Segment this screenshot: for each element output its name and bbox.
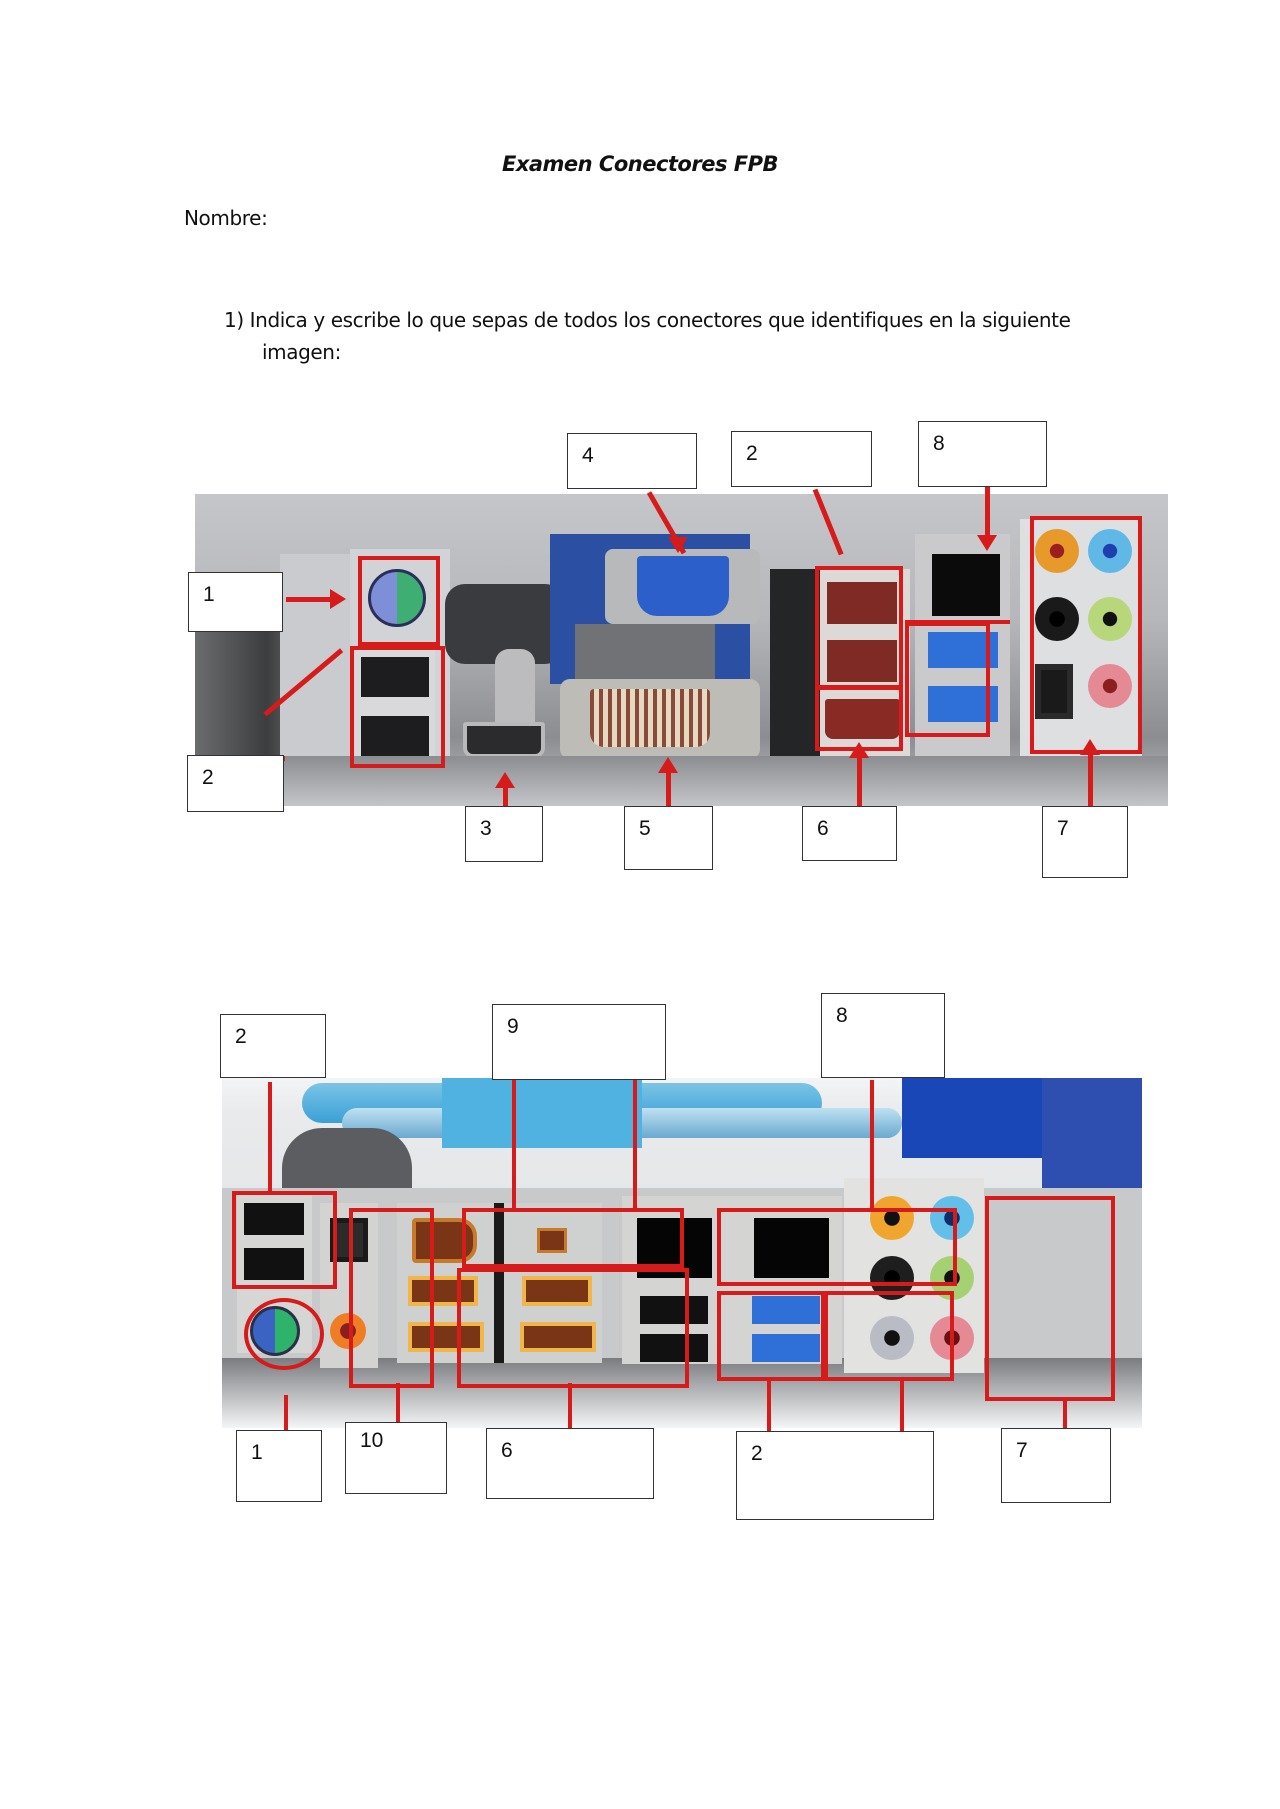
usb3-port-icon	[752, 1296, 820, 1324]
answer-box-7[interactable]: 7	[1042, 806, 1128, 878]
hdmi-port-icon	[463, 722, 545, 758]
esata-port-icon	[825, 699, 900, 739]
highlight-usb3	[905, 622, 990, 737]
audio-jack-icon	[870, 1196, 914, 1240]
highlight-usb3	[824, 1291, 954, 1381]
highlight-audio	[985, 1196, 1115, 1401]
firewire-6pin-port-icon	[412, 1218, 477, 1263]
usb-port-icon	[827, 582, 897, 624]
answer-box-8[interactable]: 8	[821, 993, 945, 1078]
usb-port-icon	[244, 1203, 304, 1235]
audio-jack-icon	[870, 1316, 914, 1360]
audio-jack-icon	[1035, 529, 1079, 573]
figure-2-back-panel-photo	[222, 1078, 1142, 1428]
usb-port-icon	[640, 1334, 708, 1362]
question-1-line2: imagen:	[262, 340, 341, 364]
answer-box-7[interactable]: 7	[1001, 1428, 1111, 1503]
audio-jack-icon	[1088, 597, 1132, 641]
ethernet-port-icon	[932, 554, 1000, 616]
esata-port-icon	[408, 1322, 484, 1352]
usb-port-icon	[408, 1276, 478, 1306]
highlight-usb-left	[232, 1191, 337, 1289]
answer-box-8[interactable]: 8	[918, 421, 1047, 487]
highlight-ps2	[358, 556, 440, 646]
highlight-ps2	[244, 1298, 324, 1370]
audio-jack-icon	[930, 1196, 974, 1240]
highlight-usb-black	[717, 1291, 825, 1381]
esata-port-icon	[520, 1322, 596, 1352]
highlight-audio	[1030, 516, 1142, 754]
coaxial-spdif-port-icon	[330, 1313, 366, 1349]
answer-box-10[interactable]: 10	[345, 1422, 447, 1494]
answer-box-2-right[interactable]: 2	[731, 431, 872, 487]
answer-box-9[interactable]: 9	[492, 1004, 666, 1080]
highlight-usb-left	[350, 646, 445, 768]
answer-box-1[interactable]: 1	[188, 572, 283, 632]
usb-port-icon	[244, 1248, 304, 1280]
document-title: Examen Conectores FPB	[501, 152, 779, 176]
answer-box-2-bottom[interactable]: 2	[736, 1431, 934, 1520]
answer-box-5[interactable]: 5	[624, 806, 713, 870]
usb-port-icon	[522, 1276, 592, 1306]
usb3-port-icon	[752, 1334, 820, 1362]
usb-port-icon	[361, 716, 429, 758]
answer-box-2-left[interactable]: 2	[187, 755, 284, 812]
firewire-4pin-port-icon	[537, 1228, 567, 1253]
answer-box-1[interactable]: 1	[236, 1430, 322, 1502]
name-field-label: Nombre:	[184, 206, 268, 230]
answer-box-3[interactable]: 3	[465, 806, 543, 862]
audio-jack-icon	[1088, 664, 1132, 708]
audio-jack-icon	[1035, 597, 1079, 641]
highlight-ethernet	[905, 524, 1010, 624]
usb-port-icon	[361, 657, 429, 697]
highlight-usb-red	[815, 566, 903, 689]
highlight-firewire	[462, 1208, 684, 1268]
answer-box-2-top[interactable]: 2	[220, 1014, 326, 1078]
ps2-port-icon	[368, 569, 426, 627]
answer-box-6[interactable]: 6	[486, 1428, 654, 1499]
highlight-gold-usb	[457, 1268, 689, 1388]
question-1-line1: 1) Indica y escribe lo que sepas de todo…	[224, 308, 1071, 332]
highlight-ethernet	[717, 1208, 957, 1286]
usb-port-icon	[827, 640, 897, 682]
ethernet-port-icon	[754, 1218, 829, 1278]
highlight-spdif	[349, 1208, 434, 1388]
usb-port-icon	[640, 1296, 708, 1324]
dvi-port-icon	[590, 689, 710, 747]
question-1: 1) Indica y escribe lo que sepas de todo…	[224, 304, 1124, 368]
answer-box-6[interactable]: 6	[802, 806, 897, 861]
vga-port-icon	[637, 556, 729, 616]
spdif-optical-port-icon	[1035, 664, 1073, 719]
audio-jack-icon	[1088, 529, 1132, 573]
answer-box-4[interactable]: 4	[567, 433, 697, 489]
